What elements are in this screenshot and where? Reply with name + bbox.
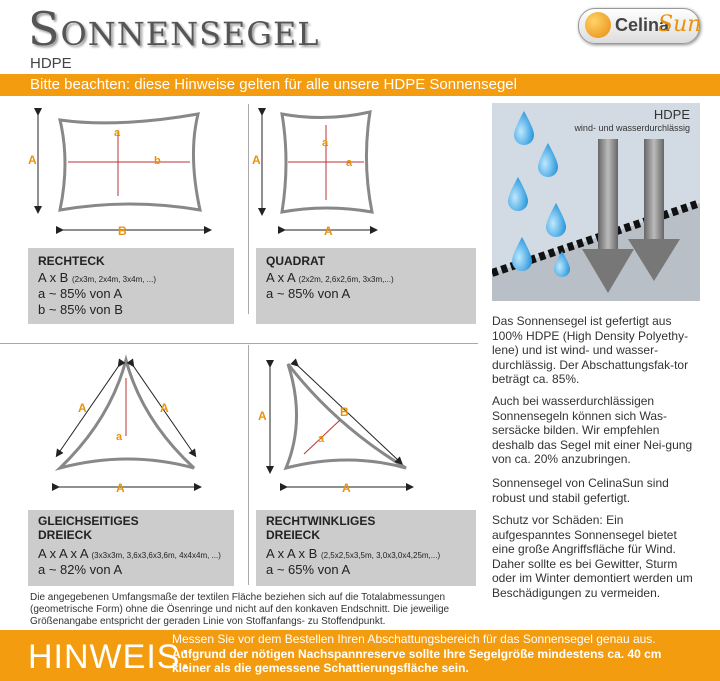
label-a: a — [114, 127, 121, 139]
page-title: Sonnensegel — [28, 2, 320, 56]
info-box-subtitle: wind- und wasserdurchlässig — [574, 123, 690, 133]
paragraph-robust: Sonnensegel von CelinaSun sind robust un… — [492, 476, 669, 505]
label-a: a — [346, 157, 353, 169]
panel-line: a ~ 82% von A — [38, 562, 123, 577]
hinweis-label: HINWEIS: — [28, 638, 191, 676]
label-A: A — [342, 481, 351, 495]
paragraph-protection: Schutz vor Schäden: Ein aufgespanntes So… — [492, 513, 693, 600]
label-a: a — [116, 431, 123, 443]
panel-dimensions: A x A x A (3x3x3m, 3,6x3,6x3,6m, 4x4x4m,… — [38, 546, 221, 561]
notice-bar-text: Bitte beachten: diese Hinweise gelten fü… — [30, 76, 517, 93]
label-A: A — [324, 224, 333, 238]
footnote: Die angegebenen Umfangsmaße der textilen… — [30, 592, 450, 627]
logo-text-sun: Sun — [658, 12, 702, 37]
panel-heading: RECHTWINKLIGES — [266, 514, 376, 528]
brand-logo: Celina Sun — [578, 8, 702, 44]
panel-heading: RECHTECK — [38, 254, 105, 268]
panel-heading: DREIECK — [38, 528, 93, 542]
label-a: a — [322, 137, 329, 149]
label-b: b — [154, 155, 161, 167]
panel-dimensions: A x A (2x2m, 2,6x2,6m, 3x3m,...) — [266, 270, 394, 285]
label-B: B — [340, 405, 349, 419]
logo-text-celina: Celina — [615, 15, 670, 35]
divider — [248, 345, 249, 585]
panel-heading: GLEICHSEITIGES — [38, 514, 139, 528]
sun-icon — [585, 12, 611, 38]
label-A: A — [28, 153, 37, 167]
water-drop-icon — [508, 111, 570, 277]
hinweis-line-2: Aufgrund der nötigen Nachspannreserve so… — [172, 647, 662, 675]
label-A: A — [258, 409, 267, 423]
label-a: a — [318, 433, 325, 445]
rectangle-diagram: a b A B — [28, 108, 212, 238]
hinweis-line-1: Messen Sie vor dem Bestellen Ihren Absch… — [172, 632, 656, 646]
label-A: A — [116, 481, 125, 495]
right-triangle-info-panel: RECHTWINKLIGES DREIECK A x A x B (2,5x2,… — [256, 510, 476, 586]
panel-dimensions: A x A x B (2,5x2,5x3,5m, 3,0x3,0x4,25m,.… — [266, 546, 441, 561]
panel-heading: DREIECK — [266, 528, 321, 542]
divider — [248, 104, 249, 314]
label-A: A — [252, 153, 261, 167]
label-B: B — [118, 224, 127, 238]
notice-bar: Bitte beachten: diese Hinweise gelten fü… — [0, 74, 720, 96]
hdpe-illustration: HDPE wind- und wasserdurchlässig — [492, 103, 700, 301]
divider — [0, 343, 478, 344]
label-A: A — [160, 401, 169, 415]
arrow-down-icon — [582, 139, 680, 293]
page-subtitle: HDPE — [30, 55, 72, 72]
panel-heading: QUADRAT — [266, 254, 326, 268]
rectangle-info-panel: RECHTECK A x B (2x3m, 2x4m, 3x4m, ...) a… — [28, 248, 234, 324]
right-triangle-diagram: a B A A — [258, 358, 414, 495]
square-diagram: a a A A — [252, 108, 378, 238]
panel-dimensions: A x B (2x3m, 2x4m, 3x4m, ...) — [38, 270, 157, 285]
label-A: A — [78, 401, 87, 415]
paragraph-water: Auch bei wasserdurchlässigen Sonnensegel… — [492, 394, 693, 466]
panel-line: a ~ 65% von A — [266, 562, 351, 577]
info-box-title: HDPE — [653, 107, 690, 122]
equilateral-info-panel: GLEICHSEITIGES DREIECK A x A x A (3x3x3m… — [28, 510, 234, 586]
panel-line: a ~ 85% von A — [266, 286, 351, 301]
panel-line: a ~ 85% von A — [38, 286, 123, 301]
equilateral-triangle-diagram: a A A A — [52, 354, 202, 495]
hinweis-bar: HINWEIS: Messen Sie vor dem Bestellen Ih… — [0, 630, 720, 681]
square-info-panel: QUADRAT A x A (2x2m, 2,6x2,6m, 3x3m,...)… — [256, 248, 476, 324]
panel-line: b ~ 85% von B — [38, 302, 123, 317]
paragraph-material: Das Sonnensegel ist gefertigt aus 100% H… — [492, 314, 689, 386]
